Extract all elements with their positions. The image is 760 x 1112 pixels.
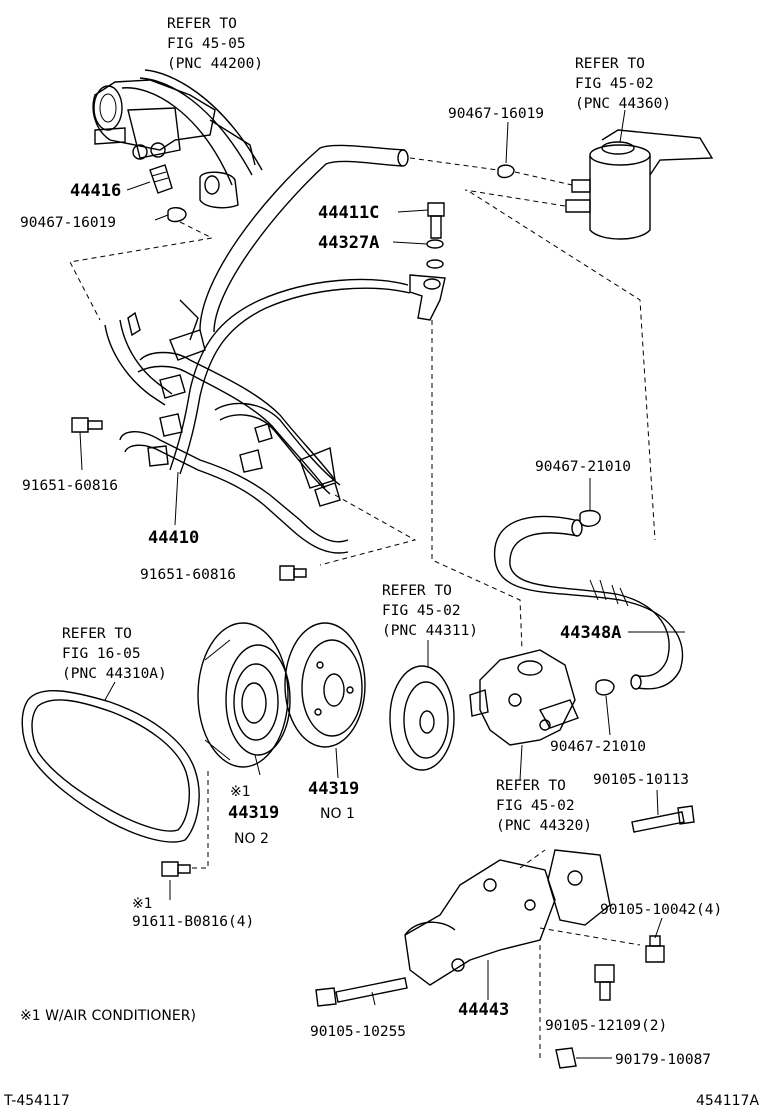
dash-hose-right [319, 494, 417, 566]
hose-clip-lower [595, 679, 615, 736]
label-44416: 44416 [70, 181, 121, 201]
nut-90179-10087 [555, 1047, 612, 1069]
label-90467-21010-upper: 90467-21010 [535, 459, 631, 475]
bolt-91651-left [71, 417, 103, 471]
label-44327a: 44327A [318, 233, 379, 253]
footer-right-code: 454117A [696, 1093, 759, 1109]
mark-1-pulley: ※1 [230, 784, 251, 800]
callout-44311-line2: FIG 45-02 [382, 603, 461, 619]
pump-pulley [389, 640, 455, 771]
label-90467-16019-left: 90467-16019 [20, 215, 116, 231]
label-90105-10255: 90105-10255 [310, 1024, 406, 1040]
pulley-no2 [197, 622, 291, 776]
hose-clip-left [154, 207, 187, 223]
pulley-no1 [284, 622, 366, 779]
bolt-91651-mid [279, 565, 307, 581]
pressure-hose-fitting [409, 274, 446, 321]
label-44319-no1: 44319 [308, 779, 359, 799]
callout-44320-line3: (PNC 44320) [496, 818, 592, 834]
dash-fitting-to-pump [431, 320, 523, 651]
label-44319-no2: 44319 [228, 803, 279, 823]
steering-gear-assembly [92, 69, 263, 186]
label-91651-60816-mid: 91651-60816 [140, 567, 236, 583]
label-91611-b0816: 91611-B0816(4) [132, 914, 254, 930]
dash-hose-left [69, 221, 214, 321]
suction-hose-44348a [493, 515, 685, 690]
label-90467-21010-lower: 90467-21010 [550, 739, 646, 755]
union-bolt-44411c [397, 202, 445, 239]
callout-44311-line1: REFER TO [382, 583, 452, 599]
callout-44310a-line2: FIG 16-05 [62, 646, 141, 662]
callout-44310a-line3: (PNC 44310A) [62, 666, 167, 682]
label-90105-10113: 90105-10113 [593, 772, 689, 788]
label-91651-60816-left: 91651-60816 [22, 478, 118, 494]
hose-clip-top [497, 121, 515, 179]
dash-return-to-clip [409, 157, 499, 171]
label-90179-10087: 90179-10087 [615, 1052, 711, 1068]
label-90105-10042: 90105-10042(4) [600, 902, 722, 918]
bolt-90105-10042 [645, 917, 665, 963]
bolt-90105-10113 [631, 789, 695, 833]
callout-44360-line1: REFER TO [575, 56, 645, 72]
gasket-44327a [392, 239, 444, 269]
pressure-hose-44410 [104, 278, 411, 554]
reservoir-tank [565, 109, 714, 240]
bolt-90105-12109 [594, 964, 615, 1001]
label-44410: 44410 [148, 528, 199, 548]
label-no2: NO 2 [234, 831, 269, 847]
dash-bracket [519, 849, 641, 1060]
callout-44360-line3: (PNC 44360) [575, 96, 671, 112]
mount-bushing [199, 171, 239, 209]
footnote-air-conditioner: ※1 W/AIR CONDITIONER) [20, 1008, 196, 1024]
v-belt [21, 681, 200, 843]
dash-clip-to-tank [514, 171, 573, 186]
bolt-91611-b0816 [161, 861, 191, 900]
callout-44320-line1: REFER TO [496, 778, 566, 794]
footer-left-code: T-454117 [3, 1093, 70, 1109]
pump-bracket-44443 [404, 849, 611, 1000]
dash-pulley-bolt [192, 770, 209, 869]
mark-1-bolt: ※1 [132, 896, 153, 912]
label-44411c: 44411C [318, 203, 379, 223]
dash-tank-down [464, 189, 656, 541]
bolt-90105-10255 [315, 977, 408, 1007]
callout-44360-line2: FIG 45-02 [575, 76, 654, 92]
label-44443: 44443 [458, 1000, 509, 1020]
vane-pump [469, 649, 579, 781]
label-90105-12109: 90105-12109(2) [545, 1018, 667, 1034]
callout-44311-line3: (PNC 44311) [382, 623, 478, 639]
label-44348a: 44348A [560, 623, 621, 643]
callout-44200-line3: (PNC 44200) [167, 56, 263, 72]
callout-44200-line2: FIG 45-05 [167, 36, 246, 52]
label-no1: NO 1 [320, 806, 355, 822]
callout-44310a-line1: REFER TO [62, 626, 132, 642]
union-44416 [126, 164, 173, 194]
label-90467-16019-top: 90467-16019 [448, 106, 544, 122]
return-hose [199, 144, 409, 333]
hose-clip-upper [579, 478, 601, 527]
callout-44320-line2: FIG 45-02 [496, 798, 575, 814]
callout-44200-line1: REFER TO [167, 16, 237, 32]
